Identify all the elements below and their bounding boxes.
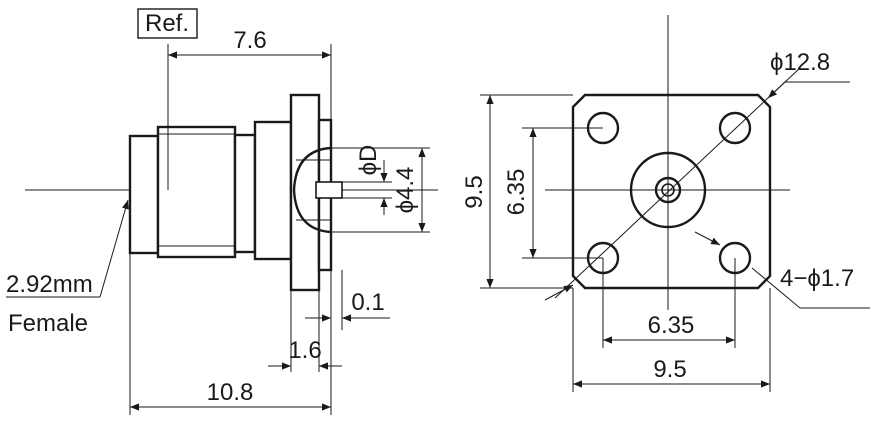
dim-hole-count-diameter: 4−ϕ1.7 bbox=[780, 265, 854, 292]
body-circle bbox=[629, 151, 707, 229]
dim-hole-spacing-vertical: 6.35 bbox=[503, 169, 530, 216]
dim-pin-diameter: ϕD bbox=[355, 145, 382, 176]
dim-length-bottom: 10.8 bbox=[207, 379, 254, 406]
dim-diagonal: ϕ12.8 bbox=[770, 49, 830, 76]
dim-length-top: 7.6 bbox=[233, 27, 266, 54]
front-view: ϕ12.8 9.5 6.35 6.35 9.5 4−ϕ1.7 bbox=[461, 15, 870, 392]
connector-body bbox=[128, 93, 343, 292]
dim-width: 9.5 bbox=[653, 356, 686, 383]
mounting-hole bbox=[718, 111, 752, 145]
dim-dielectric-diameter: ϕ4.4 bbox=[392, 167, 419, 214]
side-view: Ref. 7.6 10.8 1.6 0.1 ϕD ϕ4.4 bbox=[6, 8, 438, 415]
dim-step: 0.1 bbox=[351, 289, 384, 316]
ref-box bbox=[137, 8, 198, 39]
dim-height: 9.5 bbox=[461, 175, 488, 208]
dim-hole-spacing-horizontal: 6.35 bbox=[648, 312, 695, 339]
pin-circle bbox=[661, 183, 675, 197]
pin-insulator-circle bbox=[654, 176, 682, 204]
ref-label: Ref. bbox=[145, 10, 189, 37]
dim-flange-thickness: 1.6 bbox=[288, 337, 321, 364]
flange-outline bbox=[571, 93, 772, 290]
connector-gender-label: Female bbox=[8, 310, 88, 337]
connector-type-label: 2.92mm bbox=[6, 271, 93, 298]
